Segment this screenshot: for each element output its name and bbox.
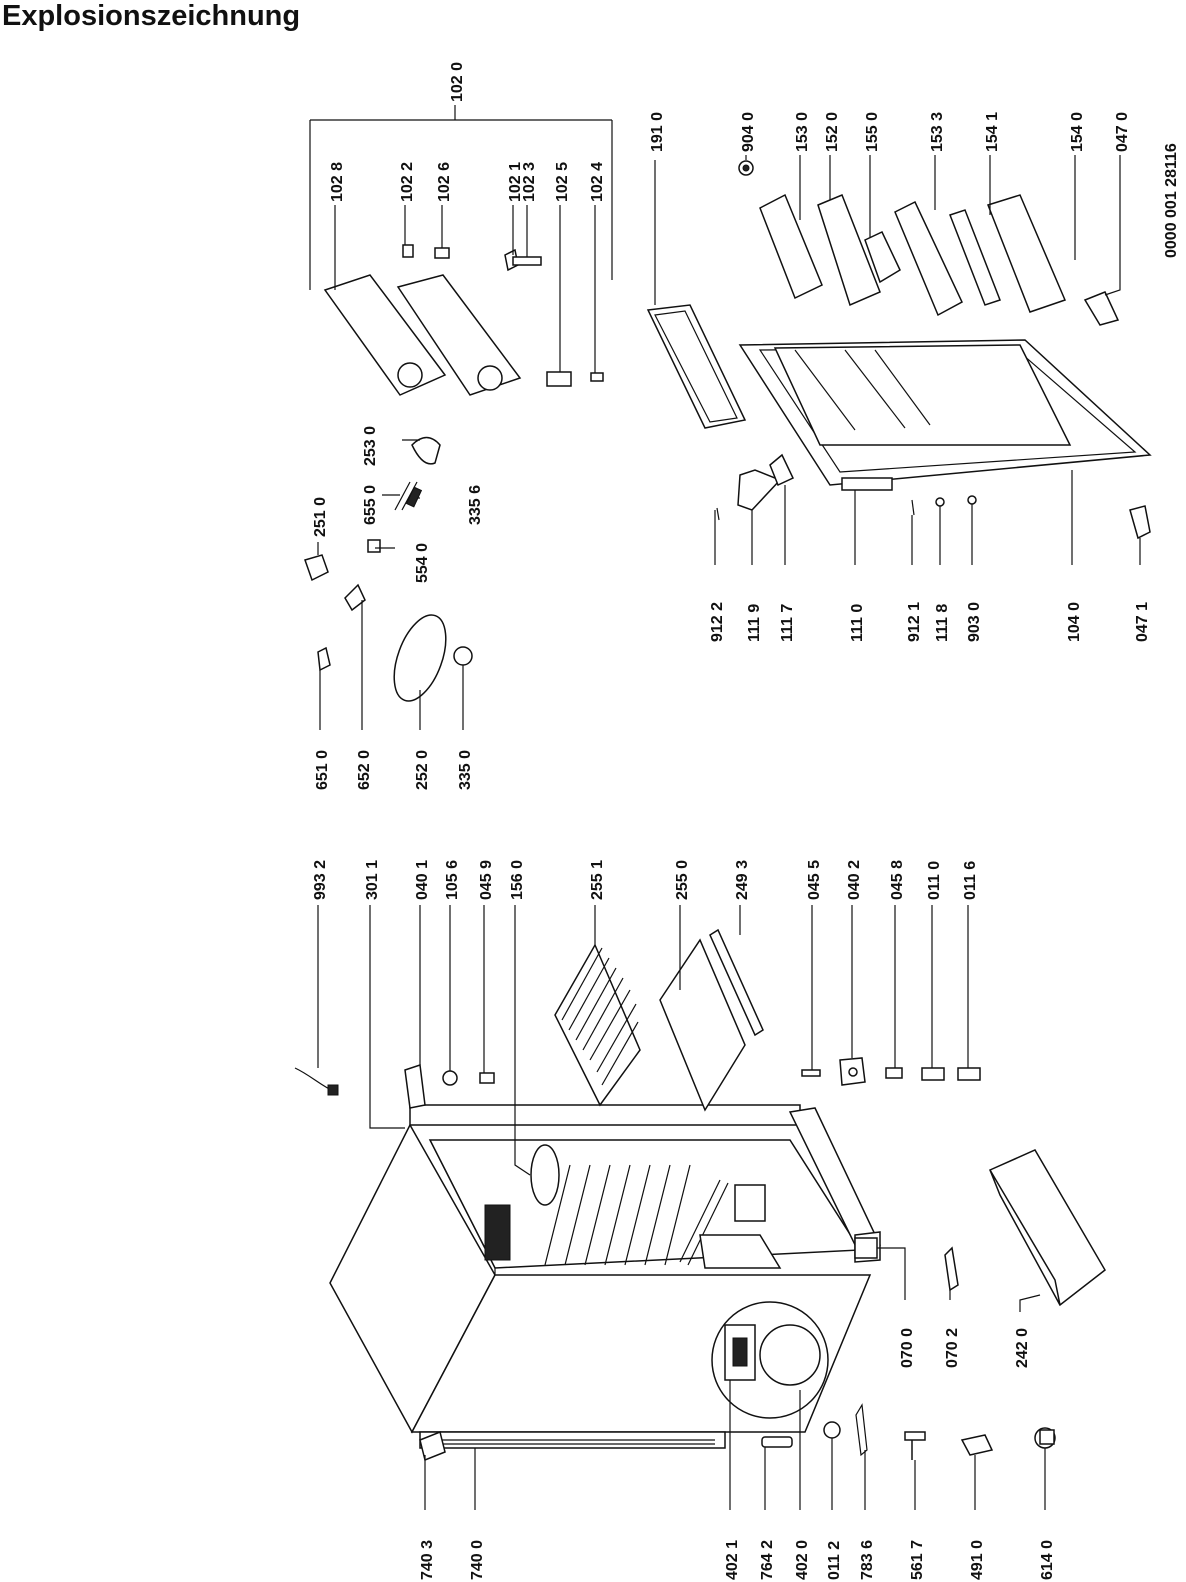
label-047-0: 047 0 [1114, 112, 1131, 152]
label-102-6: 102 6 [436, 162, 453, 202]
label-255-0: 255 0 [674, 860, 691, 900]
leader-lines [309, 105, 1141, 1510]
door-assembly [646, 304, 1152, 540]
document-number: 0000 001 28116 [1163, 143, 1180, 258]
label-251-0: 251 0 [312, 497, 329, 537]
label-102-0-group: 102 0 [449, 62, 466, 102]
label-045-5: 045 5 [806, 860, 823, 900]
label-655-0: 655 0 [362, 485, 379, 525]
control-parts [304, 436, 473, 702]
shelf-parts [294, 928, 1106, 1307]
label-102-3: 102 3 [521, 162, 538, 202]
label-105-6: 105 6 [444, 860, 461, 900]
label-040-1: 040 1 [414, 860, 431, 900]
label-153-0: 153 0 [794, 112, 811, 152]
label-652-0: 652 0 [356, 750, 373, 790]
label-152-0: 152 0 [824, 112, 841, 152]
label-783-6: 783 6 [859, 1540, 876, 1580]
label-102-5: 102 5 [554, 162, 571, 202]
label-111-9: 111 9 [746, 604, 763, 642]
label-614-0: 614 0 [1039, 1540, 1056, 1580]
label-242-0: 242 0 [1014, 1328, 1031, 1368]
label-045-9: 045 9 [478, 860, 495, 900]
label-045-8: 045 8 [889, 860, 906, 900]
evaporator-door-parts [323, 244, 604, 396]
bottom-small-parts [761, 1403, 1056, 1460]
label-191-0: 191 0 [649, 112, 666, 152]
label-402-1: 402 1 [724, 1540, 741, 1580]
label-104-0: 104 0 [1066, 602, 1083, 642]
label-011-6: 011 6 [962, 861, 979, 900]
label-740-3: 740 3 [419, 1540, 436, 1580]
label-156-0: 156 0 [509, 860, 526, 900]
label-335-0: 335 0 [457, 750, 474, 790]
label-255-1: 255 1 [589, 860, 606, 900]
label-102-1: 102 1 [507, 162, 524, 202]
label-102-2: 102 2 [399, 162, 416, 202]
label-252-0: 252 0 [414, 750, 431, 790]
label-154-0: 154 0 [1069, 112, 1086, 152]
label-070-0: 070 0 [899, 1328, 916, 1368]
label-651-0: 651 0 [314, 750, 331, 790]
label-011-0: 011 0 [926, 861, 943, 900]
page-title: Explosionszeichnung [2, 0, 301, 32]
label-111-8: 111 8 [934, 604, 951, 642]
label-011-2: 011 2 [826, 1541, 843, 1580]
label-561-7: 561 7 [909, 1540, 926, 1580]
label-993-2: 993 2 [312, 860, 329, 900]
label-111-0: 111 0 [849, 604, 866, 642]
label-912-2: 912 2 [709, 602, 726, 642]
label-912-1: 912 1 [906, 602, 923, 642]
label-155-0: 155 0 [864, 112, 881, 152]
cabinet-body [329, 1104, 881, 1462]
label-070-2: 070 2 [944, 1328, 961, 1368]
label-740-0: 740 0 [469, 1540, 486, 1580]
label-491-0: 491 0 [969, 1540, 986, 1580]
label-904-0: 904 0 [740, 112, 757, 152]
label-102-4: 102 4 [589, 162, 606, 202]
label-903-0: 903 0 [966, 602, 983, 642]
label-554-0: 554 0 [414, 543, 431, 583]
label-335-6: 335 6 [467, 485, 484, 525]
label-301-1: 301 1 [364, 860, 381, 900]
part-labels: 740 3 740 0 402 1 764 2 402 0 011 2 783 … [312, 62, 1180, 1580]
label-154-1: 154 1 [984, 112, 1001, 152]
door-shelves [738, 160, 1120, 326]
label-402-0: 402 0 [794, 1540, 811, 1580]
label-047-1: 047 1 [1134, 602, 1151, 642]
label-764-2: 764 2 [759, 1540, 776, 1580]
label-153-3: 153 3 [929, 112, 946, 152]
label-040-2: 040 2 [846, 860, 863, 900]
label-111-7: 111 7 [779, 604, 796, 642]
label-253-0: 253 0 [362, 426, 379, 466]
label-102-8: 102 8 [329, 162, 346, 202]
label-249-3: 249 3 [734, 860, 751, 900]
